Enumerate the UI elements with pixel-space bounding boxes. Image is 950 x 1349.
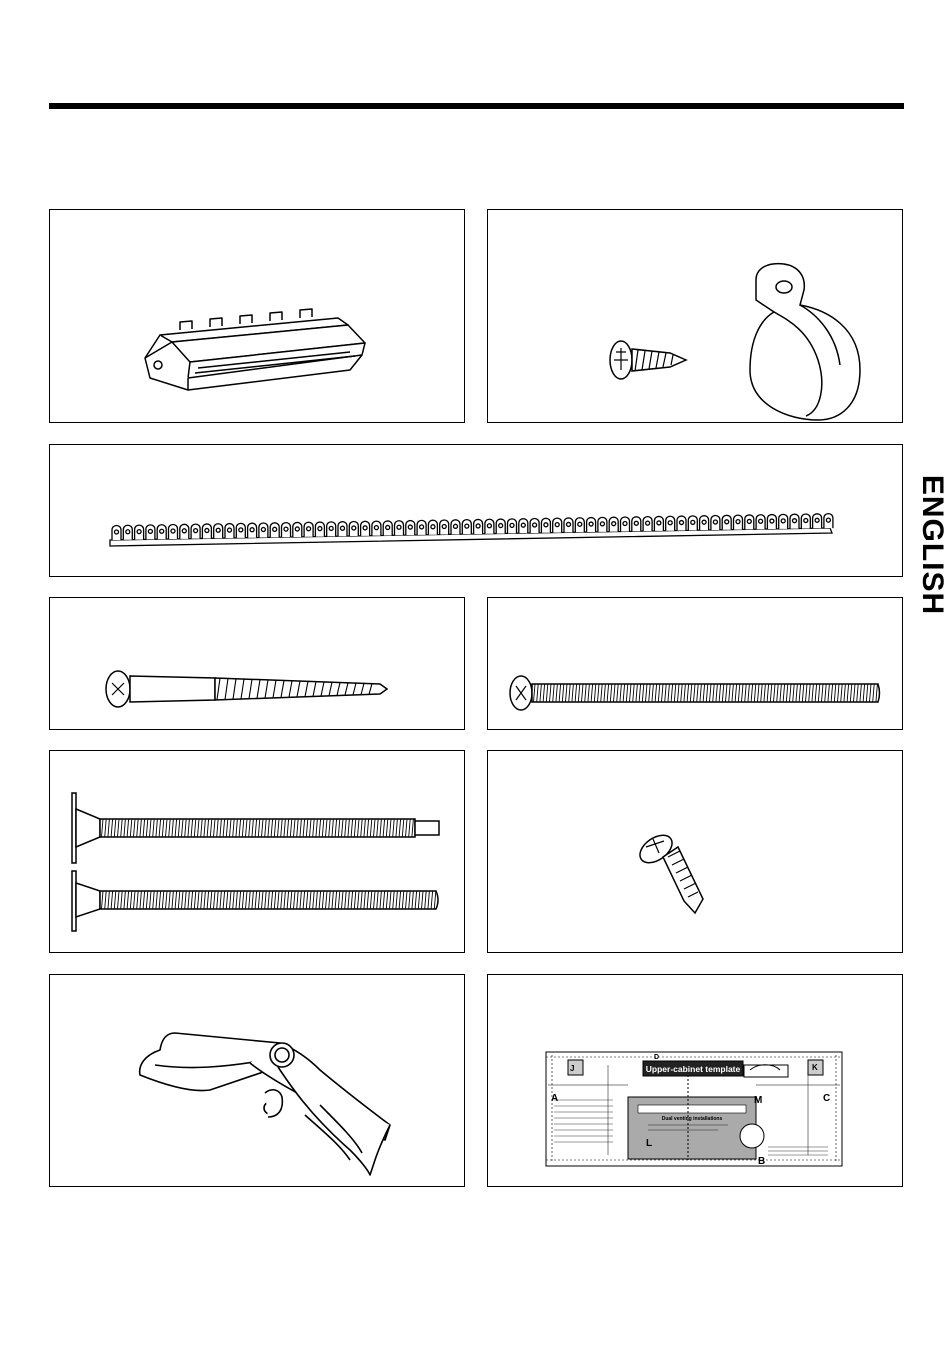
part-box-comb-strip: [49, 444, 903, 577]
part-box-lag-screw: [49, 597, 465, 730]
template-title: Upper-cabinet template: [646, 1064, 741, 1074]
template-letter-b: B: [758, 1156, 765, 1167]
part-box-bracket: [49, 209, 465, 423]
vent-bracket-illustration: [50, 210, 466, 424]
template-letter-k: K: [812, 1063, 818, 1072]
comb-strip-illustration: [50, 445, 904, 578]
part-box-screw-clamp: [487, 209, 903, 423]
language-side-tab-label: ENGLISH: [915, 475, 949, 615]
lag-screw-illustration: [50, 598, 466, 731]
template-letter-c: C: [823, 1093, 830, 1104]
template-letter-m: M: [754, 1095, 762, 1106]
short-screw-illustration: [488, 751, 904, 954]
template-subtitle: Dual venting installations: [662, 1116, 723, 1122]
machine-screw-illustration: [488, 598, 904, 731]
part-box-machine-screw: [487, 597, 903, 730]
part-box-template: Upper-cabinet template Dual venting inst…: [487, 974, 903, 1187]
header-rule: [49, 103, 904, 109]
flat-head-bolts-illustration: [50, 751, 466, 954]
screw-and-clamp-illustration: [488, 210, 904, 424]
part-box-toggle-anchor: [49, 974, 465, 1187]
template-letter-d: D: [654, 1054, 659, 1061]
part-box-short-screw: [487, 750, 903, 953]
cabinet-template-illustration: Upper-cabinet template Dual venting inst…: [488, 975, 904, 1188]
language-side-tab: ENGLISH: [912, 465, 950, 625]
template-letter-l: L: [646, 1138, 652, 1149]
part-box-flat-bolts: [49, 750, 465, 953]
template-letter-j: J: [570, 1064, 574, 1073]
toggle-anchor-illustration: [50, 975, 466, 1188]
template-letter-a: A: [551, 1093, 558, 1104]
